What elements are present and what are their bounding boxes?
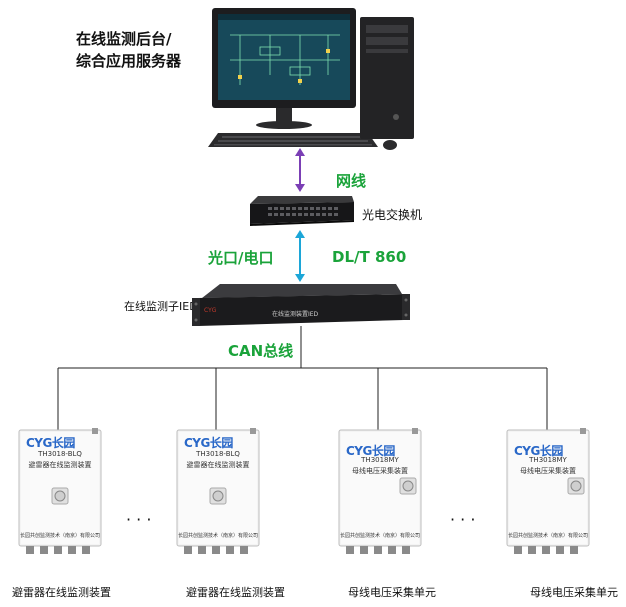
fiber-arrow <box>295 230 305 282</box>
device-name: 避雷器在线监测装置 <box>186 461 250 469</box>
brand-logo: CYG长园 <box>26 436 75 450</box>
ied-label: 在线监测子IED <box>124 300 198 313</box>
ied-panel-text: 在线监测装置IED <box>272 311 319 318</box>
device-model: TH3018-BLQ <box>38 450 82 458</box>
device-caption: 避雷器在线监测装置 <box>186 586 285 599</box>
protocol-label: DL/T 860 <box>332 248 407 266</box>
brand-logo: CYG长园 <box>514 444 563 458</box>
device-name: 母线电压采集装置 <box>352 467 408 475</box>
device-company: 长园共创监测技术（南京）有限公司 <box>19 533 100 539</box>
device-card: CYG长园 TH3018MY 母线电压采集装置 长园共创监测技术（南京）有限公司 <box>506 428 590 568</box>
device-caption: 母线电压采集单元 <box>530 586 618 599</box>
device-card: CYG长园 TH3018-BLQ 避雷器在线监测装置 长园共创监测技术（南京）有… <box>176 428 260 568</box>
server-label-line2: 综合应用服务器 <box>76 52 182 70</box>
svg-text:CYG: CYG <box>204 307 217 314</box>
device-enclosure <box>18 428 102 554</box>
device-model: TH3018-BLQ <box>196 450 240 458</box>
server-label-line1: 在线监测后台/ <box>76 30 172 48</box>
network-cable-label: 网线 <box>336 172 367 190</box>
ellipsis: · · · <box>450 510 476 529</box>
device-enclosure <box>506 428 590 554</box>
brand-logo: CYG长园 <box>184 436 233 450</box>
device-company: 长园共创监测技术（南京）有限公司 <box>507 533 588 539</box>
fiber-port-label: 光口/电口 <box>208 249 274 267</box>
device-enclosure <box>176 428 260 554</box>
device-card: CYG长园 TH3018MY 母线电压采集装置 长园共创监测技术（南京）有限公司 <box>338 428 422 568</box>
ied-rack-illustration: CYG <box>192 284 410 326</box>
switch-illustration <box>250 196 354 226</box>
brand-logo: CYG长园 <box>346 444 395 458</box>
network-arrow <box>295 148 305 192</box>
device-name: 避雷器在线监测装置 <box>28 461 92 469</box>
device-card: CYG长园 TH3018-BLQ 避雷器在线监测装置 长园共创监测技术（南京）有… <box>18 428 102 568</box>
switch-label: 光电交换机 <box>362 208 423 222</box>
computer-illustration <box>208 8 414 150</box>
device-name: 母线电压采集装置 <box>520 467 576 475</box>
device-company: 长园共创监测技术（南京）有限公司 <box>339 533 420 539</box>
server-label: 在线监测后台/ 综合应用服务器 <box>76 28 181 72</box>
device-model: TH3018MY <box>361 456 399 464</box>
device-caption: 母线电压采集单元 <box>348 586 436 599</box>
device-model: TH3018MY <box>529 456 567 464</box>
device-enclosure <box>338 428 422 554</box>
can-bus-label: CAN总线 <box>228 342 294 360</box>
ellipsis: · · · <box>126 510 152 529</box>
device-company: 长园共创监测技术（南京）有限公司 <box>177 533 258 539</box>
device-caption: 避雷器在线监测装置 <box>12 586 111 599</box>
